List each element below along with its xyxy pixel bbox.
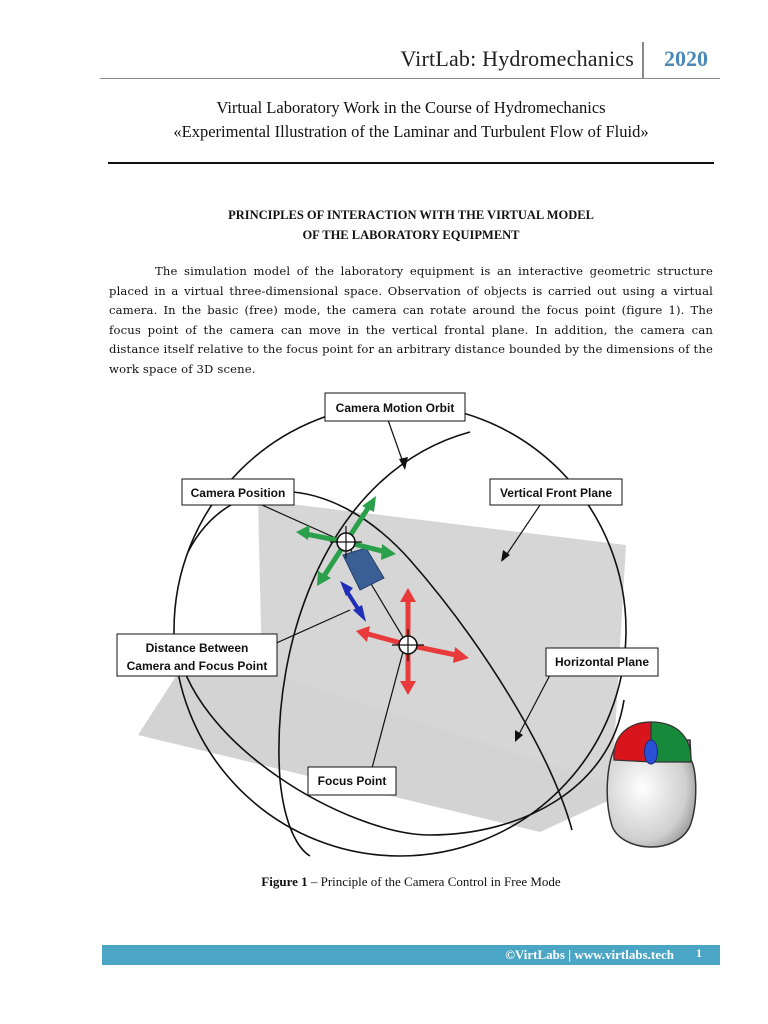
label-vertical-front-plane-text: Vertical Front Plane [500, 486, 612, 500]
label-horizontal-plane-text: Horizontal Plane [555, 655, 649, 669]
orbit-arc-equator [175, 639, 625, 836]
page-number: 1 [696, 946, 702, 960]
label-focus-point: Focus Point [307, 766, 397, 796]
figure-caption-text: – Principle of the Camera Control in Fre… [307, 874, 561, 889]
leader-orbit-head [399, 457, 408, 470]
body-paragraph: The simulation model of the laboratory e… [109, 264, 713, 376]
page-header: VirtLab: Hydromechanics 2020 [100, 42, 720, 79]
leader-vertical-plane-head [501, 550, 510, 562]
label-camera-position-text: Camera Position [191, 486, 286, 500]
orbit-arc-vertical [278, 431, 471, 857]
figure-number: Figure 1 [261, 874, 308, 889]
label-vertical-front-plane: Vertical Front Plane [489, 478, 623, 506]
vertical-plane-shape [258, 500, 626, 785]
leader-vertical-plane [502, 504, 541, 561]
document-title: Virtual Laboratory Work in the Course of… [108, 96, 714, 144]
camera-position-marker [330, 526, 362, 558]
header-year: 2020 [664, 46, 708, 71]
title-divider [108, 162, 714, 164]
section-heading: PRINCIPLES OF INTERACTION WITH THE VIRTU… [108, 205, 714, 245]
label-camera-motion-orbit-text: Camera Motion Orbit [336, 401, 455, 415]
footer-text: ©VirtLabs | www.virtlabs.tech [505, 947, 674, 962]
camera-body [342, 547, 385, 591]
page-footer: ©VirtLabs | www.virtlabs.tech 1 [102, 945, 720, 965]
document-title-line1: Virtual Laboratory Work in the Course of… [216, 98, 606, 117]
focus-point-marker [392, 629, 424, 661]
section-heading-line2: OF THE LABORATORY EQUIPMENT [302, 228, 520, 242]
figure-caption: Figure 1 – Principle of the Camera Contr… [108, 874, 714, 890]
leader-horizontal-plane-head [515, 730, 523, 742]
label-focus-point-text: Focus Point [318, 774, 387, 788]
leader-camera [261, 504, 341, 541]
section-heading-line1: PRINCIPLES OF INTERACTION WITH THE VIRTU… [228, 208, 594, 222]
leader-focus-point [371, 647, 405, 769]
document-title-line2: «Experimental Illustration of the Lamina… [173, 122, 649, 141]
leader-distance [271, 609, 351, 646]
label-horizontal-plane: Horizontal Plane [545, 647, 659, 677]
mouse-icon [606, 721, 697, 848]
leader-horizontal-plane [515, 674, 551, 741]
label-distance: Distance Between Camera and Focus Point [116, 633, 278, 677]
label-distance-line2: Camera and Focus Point [127, 659, 268, 673]
label-distance-line1: Distance Between [146, 641, 249, 655]
label-camera-motion-orbit: Camera Motion Orbit [324, 392, 466, 422]
header-divider [642, 42, 644, 78]
header-title: VirtLab: Hydromechanics [400, 46, 634, 71]
zoom-arrow [340, 581, 366, 622]
label-camera-position: Camera Position [181, 478, 295, 506]
